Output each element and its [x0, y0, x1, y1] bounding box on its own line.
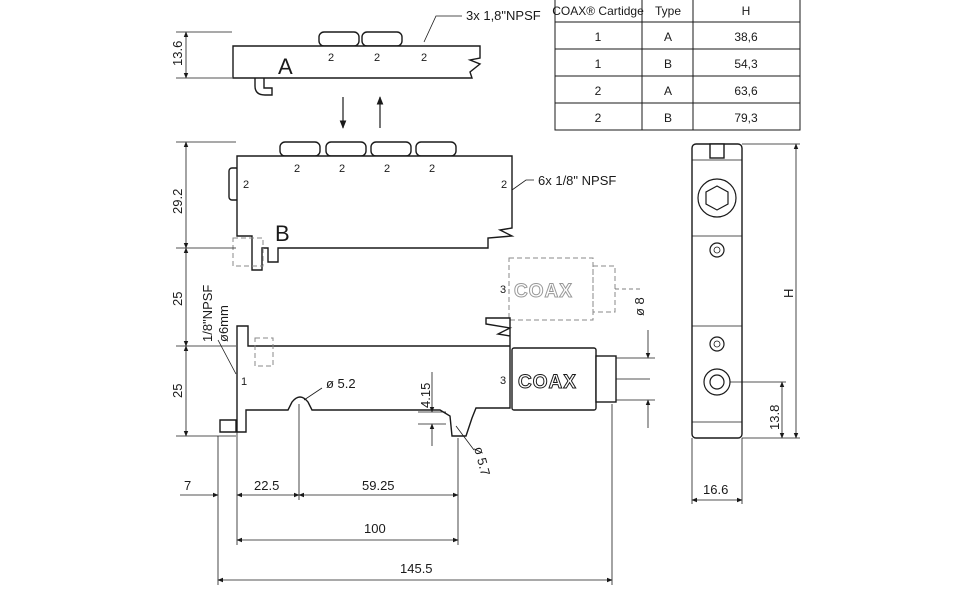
dimension-d5-2: ø 5.2 — [303, 376, 356, 401]
dim-25-upper-label: 25 — [170, 292, 185, 306]
table-cell: 1 — [595, 57, 602, 71]
port-number: 1 — [241, 376, 247, 388]
port-number: 2 — [328, 52, 334, 64]
cartridge-ghost: COAX 3 — [500, 257, 640, 321]
port-number: 2 — [501, 179, 507, 191]
table-header-h: H — [742, 4, 751, 18]
port-number: 2 — [294, 163, 300, 175]
dimension-bottom: 7 22.5 59.25 100 145.5 — [180, 404, 613, 585]
base-module: 1 3 — [219, 237, 513, 437]
table-cell: B — [664, 111, 672, 125]
table-header-cartridge: COAX® Cartidge — [552, 4, 644, 18]
dimension-d5-7: ø 5.7 — [455, 425, 493, 477]
dim-16-6-label: 16.6 — [703, 482, 728, 497]
assembly-arrows — [339, 96, 384, 129]
dim-25-lower-label: 25 — [170, 384, 185, 398]
dim-d5-7-label: ø 5.7 — [471, 445, 493, 477]
dim-h-label: H — [781, 289, 796, 298]
table-cell: 54,3 — [734, 57, 758, 71]
port-number: 2 — [374, 52, 380, 64]
port-number: 2 — [421, 52, 427, 64]
dimension-left-stack: 29.2 25 25 — [170, 141, 236, 437]
dimension-4-15: 4.15 — [418, 372, 446, 446]
table-cell: 1 — [595, 30, 602, 44]
module-a: A 2 2 2 — [232, 31, 482, 96]
callout-vertical-port: 1/8"NPSF — [200, 285, 215, 342]
callout-ports-top: 3x 1,8"NPSF — [423, 8, 541, 43]
module-b: B 2 2 2 2 2 2 — [228, 141, 515, 271]
part-label-b: B — [275, 221, 290, 246]
dim-d8-label: ø 8 — [632, 297, 647, 316]
table-cell: 79,3 — [734, 111, 758, 125]
table-cell: A — [664, 84, 672, 98]
dim-4-15-label: 4.15 — [418, 383, 433, 408]
coax-logo-ghost: COAX — [514, 281, 573, 302]
dimension-h: H — [742, 143, 800, 439]
dim-13-8-label: 13.8 — [767, 405, 782, 430]
side-view — [691, 143, 743, 439]
table-cell: A — [664, 30, 672, 44]
dimension-13-8: 13.8 — [730, 381, 786, 439]
dim-29-2-label: 29.2 — [170, 189, 185, 214]
coax-logo: COAX — [518, 372, 577, 393]
callout-vertical: 1/8"NPSF ø6mm — [200, 285, 237, 375]
dim-59-25-label: 59.25 — [362, 478, 395, 493]
dimension-16-6: 16.6 — [691, 438, 743, 504]
callout-ports-side: 6x 1/8" NPSF — [511, 173, 616, 191]
dim-100-label: 100 — [364, 521, 386, 536]
dim-13-6-label: 13.6 — [170, 41, 185, 66]
cartridge-table: COAX® Cartidge Type H 1 A 38,6 1 B 54,3 … — [552, 0, 801, 131]
dimension-d8: ø 8 — [616, 297, 655, 428]
part-label-a: A — [278, 54, 293, 79]
table-cell: 38,6 — [734, 30, 758, 44]
table-cell: 2 — [595, 111, 602, 125]
port-number: 3 — [500, 375, 506, 387]
callout-vertical-tube: ø6mm — [216, 305, 231, 342]
port-number: 2 — [339, 163, 345, 175]
dim-d5-2-label: ø 5.2 — [326, 376, 356, 391]
table-cell: B — [664, 57, 672, 71]
table-cell: 2 — [595, 84, 602, 98]
dim-145-5-label: 145.5 — [400, 561, 433, 576]
dimension-13-6: 13.6 — [170, 31, 232, 79]
dim-7-label: 7 — [184, 478, 191, 493]
table-header-type: Type — [655, 4, 681, 18]
port-number: 2 — [429, 163, 435, 175]
port-number: 2 — [384, 163, 390, 175]
port-number: 3 — [500, 284, 506, 296]
dim-22-5-label: 22.5 — [254, 478, 279, 493]
callout-ports-side-text: 6x 1/8" NPSF — [538, 173, 616, 188]
port-number: 2 — [243, 179, 249, 191]
cartridge-solid: COAX — [511, 347, 650, 411]
table-cell: 63,6 — [734, 84, 758, 98]
callout-ports-top-text: 3x 1,8"NPSF — [466, 8, 541, 23]
